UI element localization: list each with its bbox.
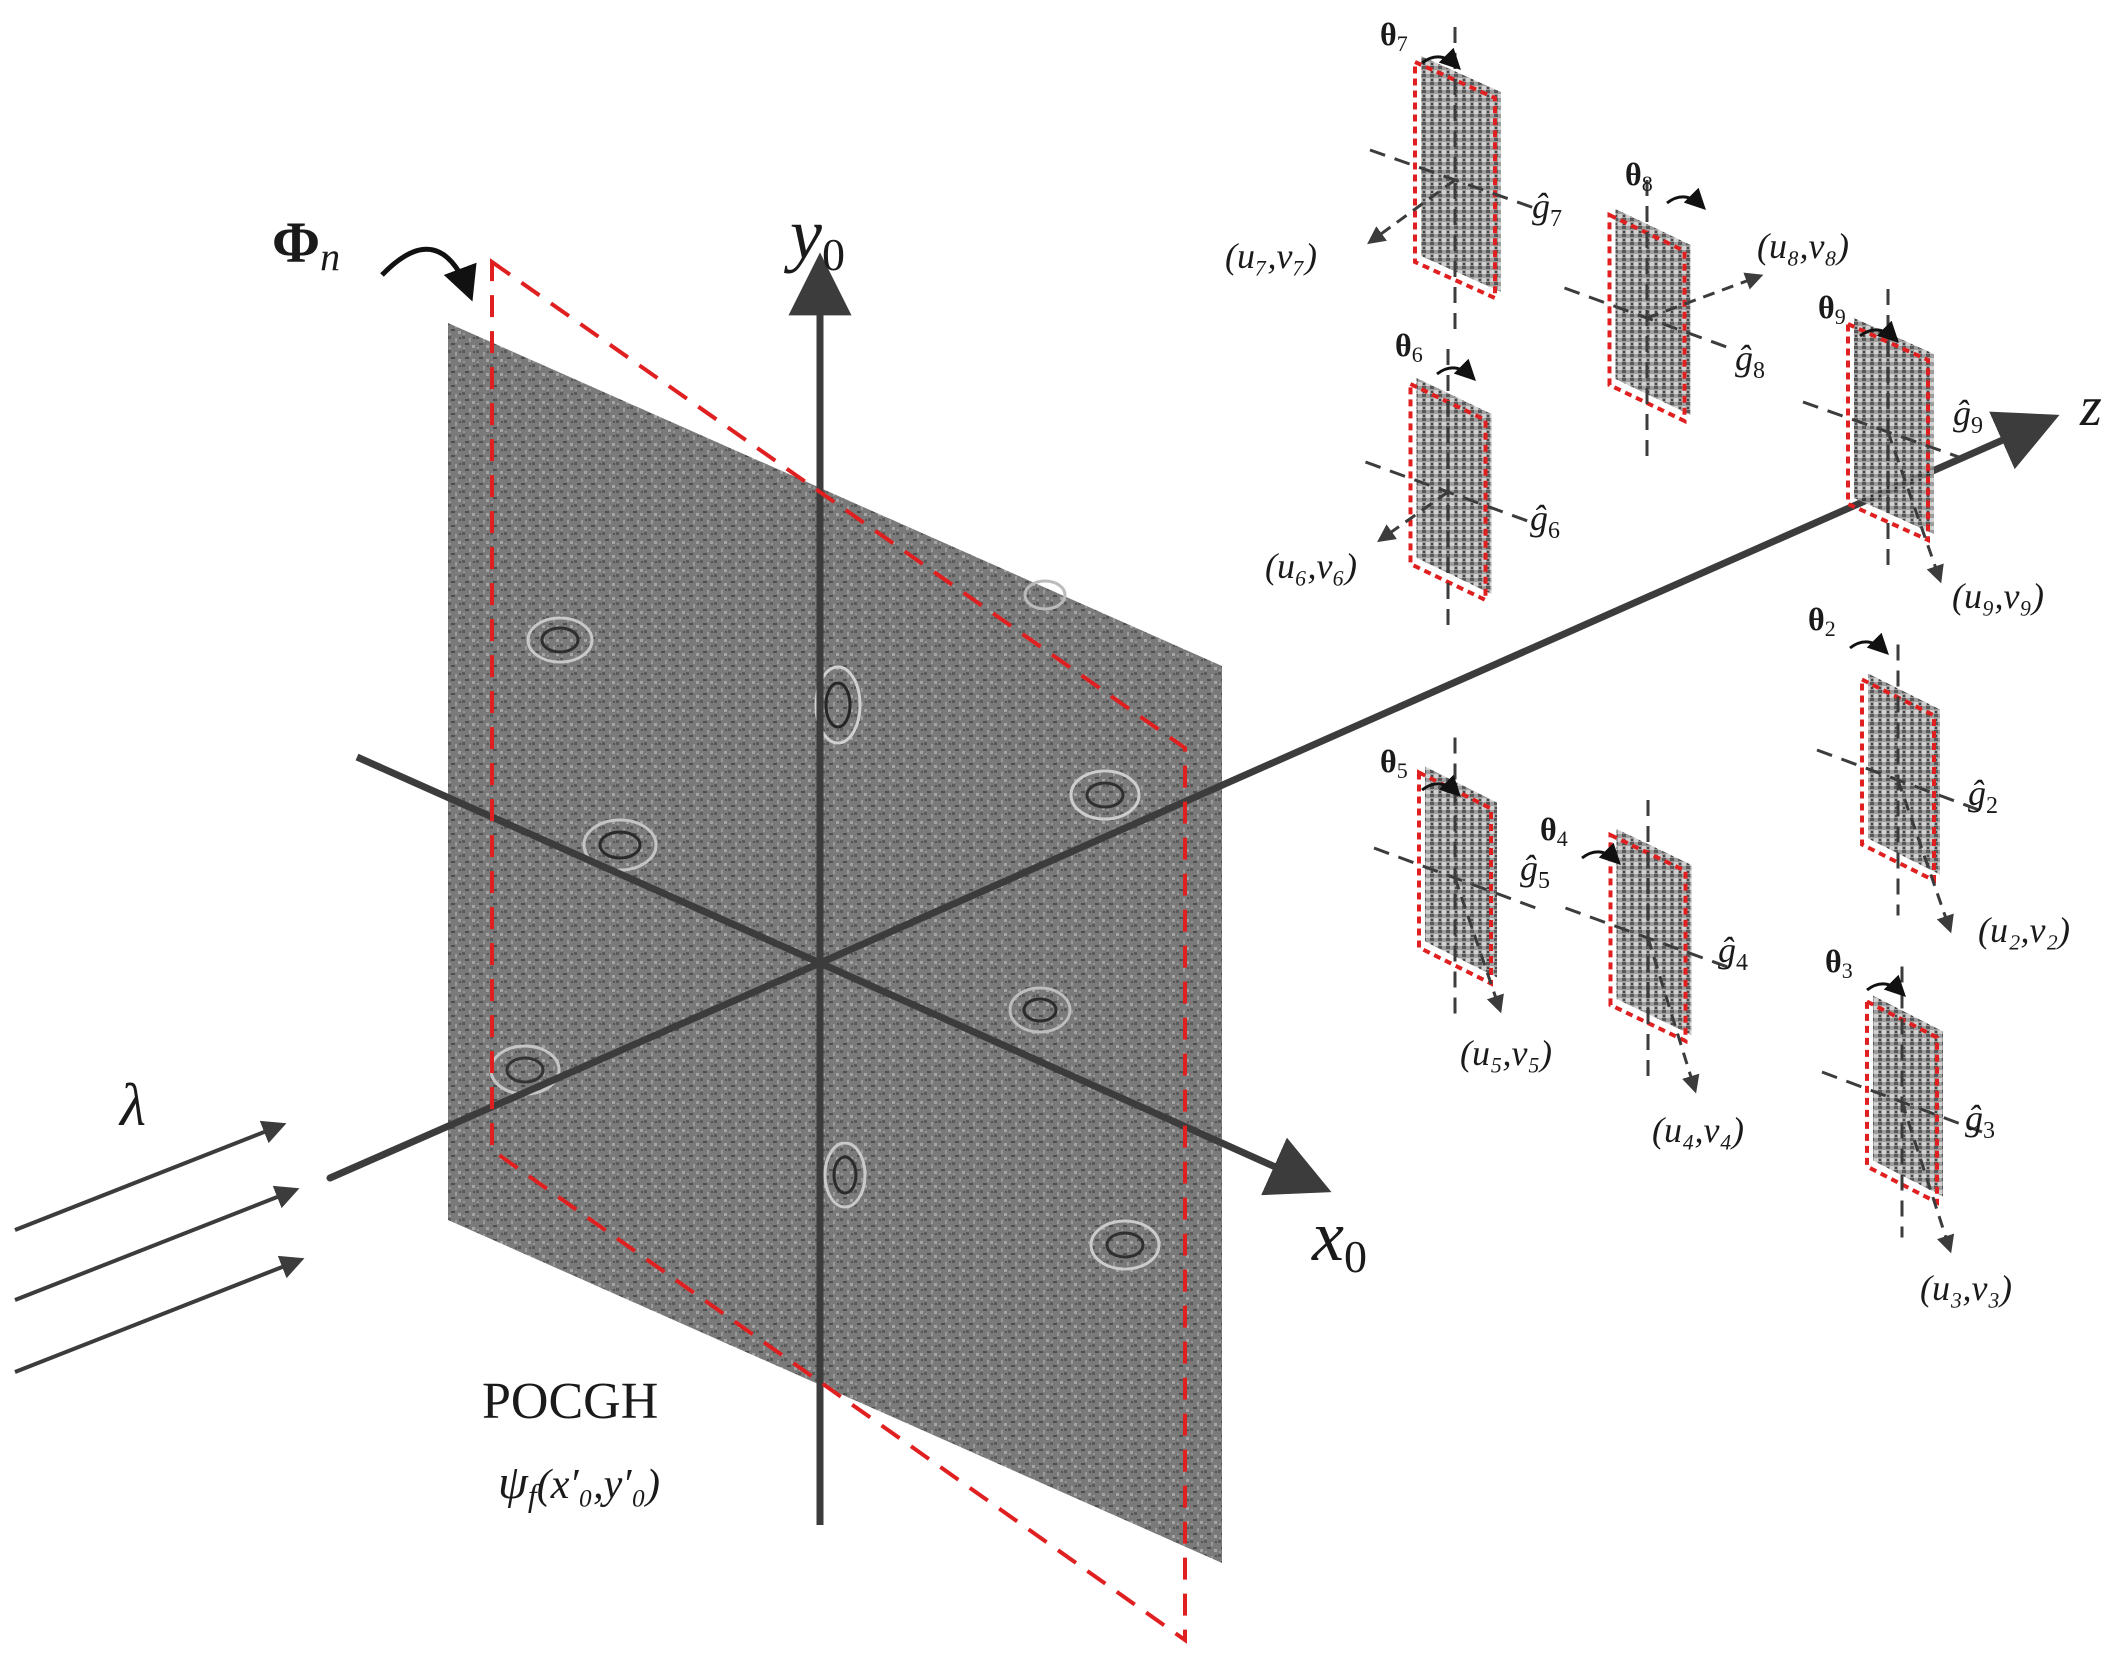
reconstruction-plane-3: θ3 ĝ3 (u₃,v₃) (1821, 943, 2012, 1308)
g-hat-label-3: ĝ3 (1965, 1098, 1995, 1144)
uv-label-5: (u₅,v₅) (1460, 1033, 1552, 1073)
plane-direction-arrow-7 (1367, 178, 1456, 245)
x-axis-label: x0 (1311, 1196, 1367, 1282)
uv-label-3: (u₃,v₃) (1920, 1268, 2012, 1308)
g-hat-label-7: ĝ7 (1532, 186, 1562, 232)
plane-frame-4 (1608, 831, 1688, 1045)
hologram-plane (448, 323, 1222, 1563)
x-axis-line-back (355, 753, 822, 967)
wavelength-label: λ (118, 1072, 146, 1138)
phase-mask-label: Φn (272, 210, 340, 279)
g-hat-label-2: ĝ2 (1968, 773, 1998, 819)
phase-mask-frame (490, 258, 1187, 1644)
plane-frame-9 (1846, 320, 1930, 544)
plane-frame-8 (1607, 211, 1687, 425)
incident-beam (14, 1120, 305, 1374)
uv-label-2: (u₂,v₂) (1978, 910, 2070, 950)
rotation-arrow-2 (1849, 632, 1889, 655)
reconstructed-image-9 (1854, 318, 1934, 534)
plane-direction-arrow-5 (1453, 877, 1504, 1014)
rotation-arrow-3 (1866, 974, 1906, 997)
g-hat-label-9: ĝ9 (1953, 393, 1983, 439)
uv-label-4: (u₄,v₄) (1652, 1110, 1744, 1150)
theta-label-9: θ9 (1818, 289, 1846, 329)
reconstruction-plane-8: θ8 ĝ8 (u₈,v₈) (1563, 156, 1849, 456)
reconstructed-image-8 (1615, 209, 1691, 415)
hologram-texture (448, 323, 1222, 1563)
phase-mask-pointer-arrow (380, 246, 477, 302)
y-axis-label: y0 (783, 194, 845, 280)
rotation-arrow-7 (1421, 47, 1461, 70)
reconstructed-image-2 (1868, 673, 1940, 875)
theta-label-6: θ6 (1395, 327, 1423, 367)
rotation-arrow-5 (1421, 774, 1461, 797)
plane-direction-arrow-4 (1646, 937, 1700, 1094)
theta-label-4: θ4 (1540, 811, 1568, 851)
reconstruction-plane-2: θ2 ĝ2 (u₂,v₂) (1808, 601, 2070, 950)
reconstruction-planes: θ7 ĝ7 (u₇,v₇) θ8 ĝ8 (u₈,v₈) θ6 ĝ6 (u₆,v₆) θ9 ĝ9 (u₉… (1225, 16, 2070, 1308)
reconstructed-image-4 (1616, 829, 1692, 1035)
g-hat-label-5: ĝ5 (1520, 848, 1550, 894)
reconstructed-image-7 (1421, 56, 1501, 292)
plane-frame-3 (1865, 998, 1939, 1206)
reconstruction-plane-4: θ4 ĝ4 (u₄,v₄) (1540, 800, 1748, 1150)
reconstructed-image-5 (1425, 766, 1497, 978)
theta-label-5: θ5 (1380, 743, 1408, 783)
rotation-arrow-6 (1436, 358, 1476, 381)
theta-label-7: θ7 (1380, 16, 1408, 56)
uv-label-9: (u₉,v₉) (1952, 576, 2044, 616)
hologram-title: POCGH (482, 1373, 658, 1430)
beam-arrow (14, 1255, 305, 1374)
z-axis-label: z (2079, 376, 2102, 438)
theta-label-3: θ3 (1825, 943, 1853, 983)
plane-direction-arrow-3 (1900, 1101, 1955, 1254)
reconstruction-plane-9: θ9 ĝ9 (u₉,v₉) (1802, 289, 2044, 616)
plane-direction-arrow-8 (1646, 272, 1764, 320)
theta-label-2: θ2 (1808, 601, 1836, 641)
reconstruction-plane-6: θ6 ĝ6 (u₆,v₆) (1265, 327, 1560, 635)
uv-label-6: (u₆,v₆) (1265, 546, 1357, 586)
hologram-fringes (489, 579, 1161, 1271)
g-hat-label-4: ĝ4 (1718, 930, 1748, 976)
reconstruction-plane-5: θ5 ĝ5 (u₅,v₅) (1373, 737, 1552, 1073)
x-axis-arrow (818, 959, 1332, 1196)
beam-arrow (14, 1120, 287, 1232)
reconstructed-image-3 (1873, 995, 1943, 1197)
theta-label-8: θ8 (1625, 156, 1653, 196)
optical-axis-line-back (326, 959, 824, 1182)
rotation-arrow-9 (1859, 320, 1899, 343)
reconstruction-plane-7: θ7 ĝ7 (u₇,v₇) (1225, 16, 1562, 333)
uv-label-7: (u₇,v₇) (1225, 236, 1317, 276)
uv-label-8: (u₈,v₈) (1757, 226, 1849, 266)
beam-arrow (14, 1185, 300, 1302)
g-hat-label-6: ĝ6 (1530, 498, 1560, 544)
reconstructed-image-6 (1416, 378, 1492, 594)
hologram-formula: ψf(x′₀,y′₀) (498, 1456, 660, 1513)
rotation-arrow-4 (1581, 842, 1621, 865)
g-hat-label-8: ĝ8 (1735, 338, 1765, 384)
rotation-arrow-8 (1666, 187, 1706, 210)
z-axis-arrow (818, 411, 2060, 967)
plane-direction-arrow-2 (1896, 779, 1954, 934)
plane-direction-arrow-9 (1886, 431, 1944, 584)
plane-direction-arrow-6 (1377, 490, 1449, 543)
coordinate-axes (326, 252, 2060, 1525)
